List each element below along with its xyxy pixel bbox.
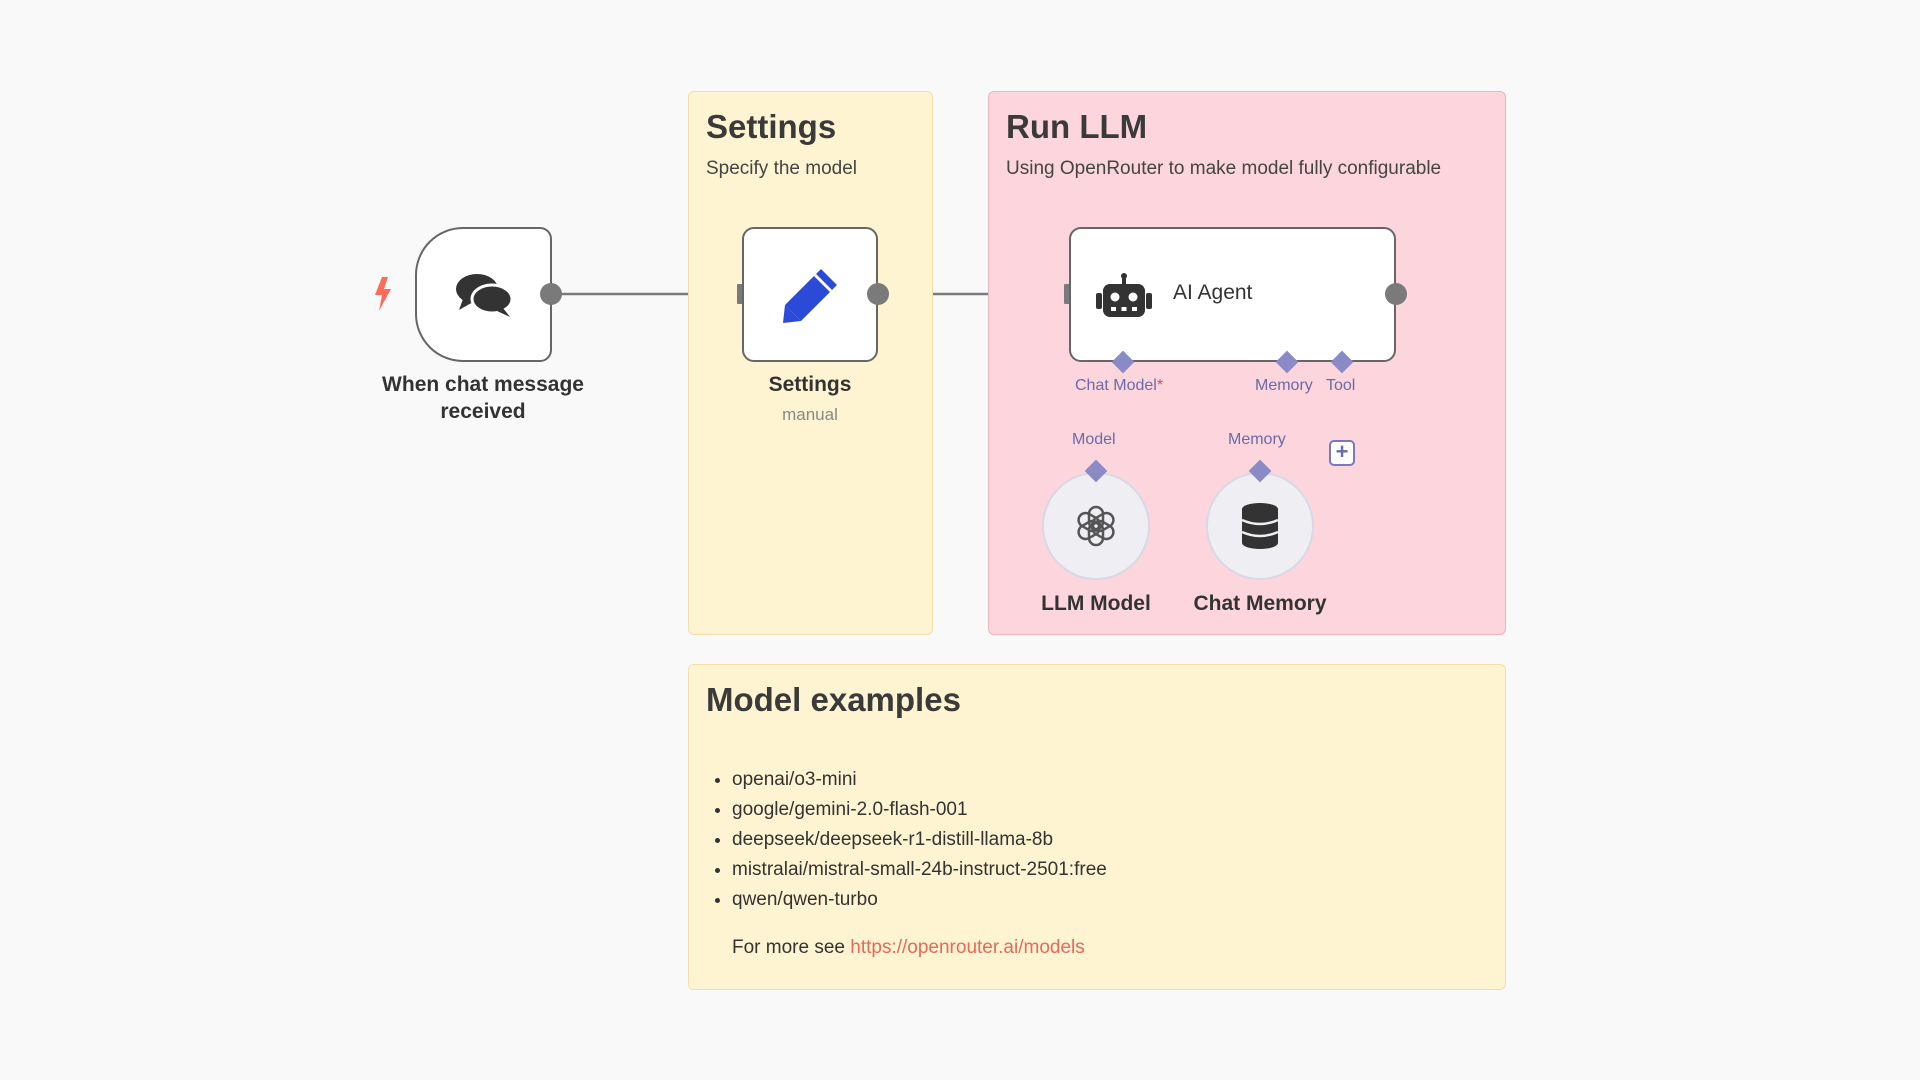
node-llm-model[interactable] bbox=[1042, 472, 1150, 580]
llm-model-label: LLM Model bbox=[1041, 592, 1151, 615]
settings-node-label: Settings bbox=[768, 373, 852, 396]
sticky-run-llm-subtitle: Using OpenRouter to make model fully con… bbox=[1006, 158, 1442, 179]
model-item: mistralai/mistral-small-24b-instruct-250… bbox=[732, 855, 1107, 885]
required-mark: * bbox=[1156, 377, 1164, 394]
openai-logo-icon bbox=[1077, 505, 1115, 547]
sticky-settings-subtitle: Specify the model bbox=[706, 158, 858, 179]
settings-node-sublabel: manual bbox=[782, 405, 838, 424]
chat-memory-port-label: Memory bbox=[1226, 431, 1288, 449]
database-icon bbox=[1241, 503, 1279, 549]
tool-port-label: Tool bbox=[1324, 377, 1358, 395]
model-item: google/gemini-2.0-flash-001 bbox=[732, 795, 1107, 825]
node-chat-memory[interactable] bbox=[1206, 472, 1314, 580]
add-tool-button[interactable]: + bbox=[1329, 440, 1355, 466]
node-settings[interactable] bbox=[742, 227, 878, 362]
node-when-chat-message-received[interactable] bbox=[415, 227, 552, 362]
robot-icon bbox=[1096, 273, 1152, 317]
agent-input-handle[interactable] bbox=[1064, 284, 1072, 304]
sticky-settings-title: Settings bbox=[706, 108, 837, 145]
model-item: deepseek/deepseek-r1-distill-llama-8b bbox=[732, 825, 1107, 855]
chat-bubbles-icon bbox=[456, 274, 513, 317]
memory-port-label: Memory bbox=[1253, 377, 1315, 395]
openrouter-models-link[interactable]: https://openrouter.ai/models bbox=[850, 937, 1085, 958]
chat-memory-label: Chat Memory bbox=[1193, 592, 1327, 615]
model-item: qwen/qwen-turbo bbox=[732, 885, 1107, 915]
pencil-icon bbox=[783, 269, 837, 323]
trigger-node-label: When chat message received bbox=[382, 373, 584, 423]
chat-model-port-label: Chat Model* bbox=[1073, 377, 1166, 395]
trigger-output-handle[interactable] bbox=[540, 283, 562, 305]
agent-output-handle[interactable] bbox=[1385, 283, 1407, 305]
settings-output-handle[interactable] bbox=[867, 283, 889, 305]
model-item: openai/o3-mini bbox=[732, 765, 1107, 795]
more-info-text: For more see https://openrouter.ai/model… bbox=[732, 937, 1085, 959]
node-ai-agent[interactable]: AI Agent bbox=[1069, 227, 1396, 362]
lightning-bolt-icon bbox=[375, 277, 391, 311]
chat-model-port-text: Chat Model bbox=[1075, 377, 1157, 394]
sticky-run-llm-title: Run LLM bbox=[1006, 108, 1148, 145]
settings-input-handle[interactable] bbox=[737, 284, 745, 304]
more-prefix: For more see bbox=[732, 937, 851, 958]
sticky-model-examples-title: Model examples bbox=[706, 681, 961, 718]
sticky-settings[interactable]: Settings Specify the model bbox=[688, 91, 933, 635]
model-list: openai/o3-mini google/gemini-2.0-flash-0… bbox=[709, 765, 1107, 915]
ai-agent-label: AI Agent bbox=[1173, 281, 1253, 304]
sticky-model-examples[interactable]: Model examples openai/o3-mini google/gem… bbox=[688, 664, 1506, 990]
llm-model-port-label: Model bbox=[1070, 431, 1118, 449]
